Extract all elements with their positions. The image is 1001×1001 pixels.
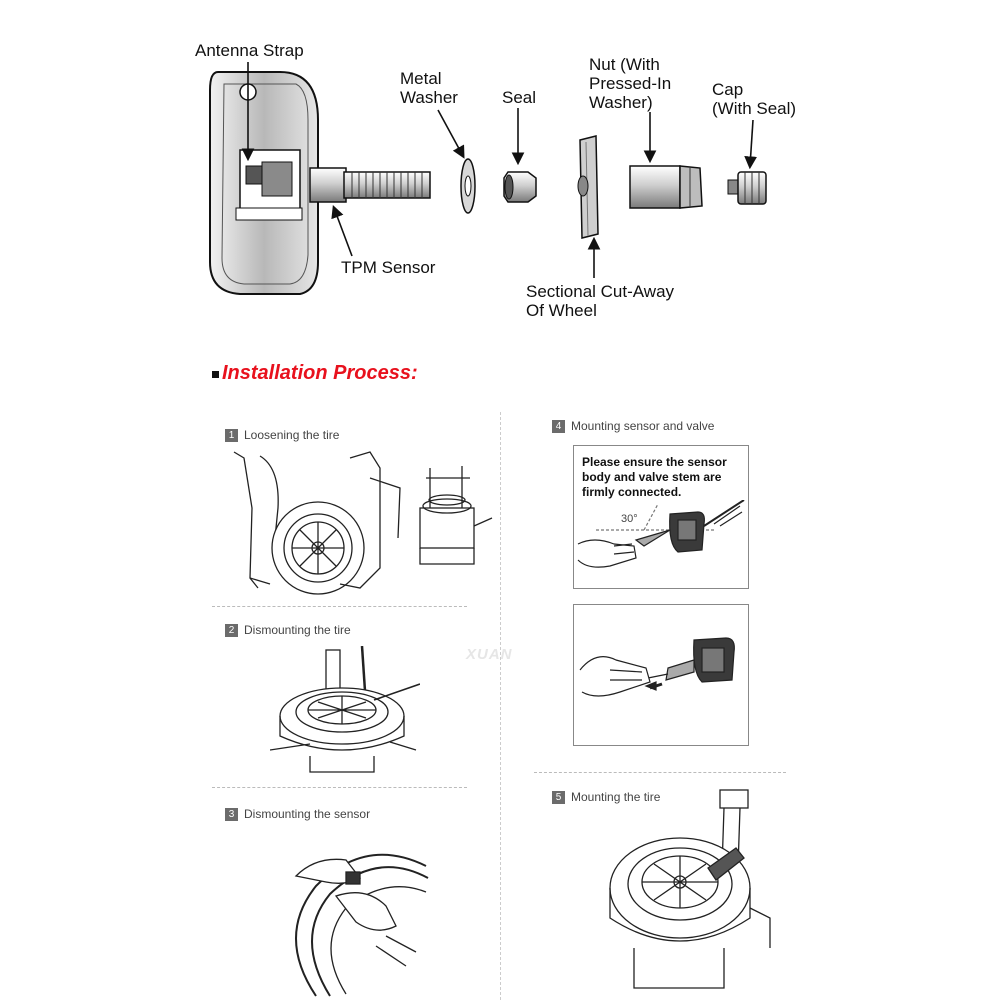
wheel-cutaway [577,135,599,239]
step-1: 1 Loosening the tire [225,428,339,442]
step-3: 3 Dismounting the sensor [225,807,370,821]
dismounting-tire-illustration [270,646,420,773]
step-number: 2 [225,623,238,637]
cutaway-label-2: Of Wheel [526,301,597,320]
watermark-text: XUAN [466,646,513,663]
tpm-sensor-leader [331,205,353,257]
sensor-valve-connection-illustration [577,500,745,568]
tpm-sensor-label: TPM Sensor [341,258,436,277]
metal-washer-label-2: Washer [400,88,458,107]
dismounting-sensor-illustration [294,853,429,997]
cap-leader [744,119,758,170]
step-number: 1 [225,428,238,442]
divider-line [212,606,467,607]
instruction-note: Please ensure the sensor body and valve … [582,455,727,499]
nut-label-1: Nut (With [589,55,660,74]
step-label: Dismounting the tire [244,623,351,637]
nut [629,165,703,209]
angle-label: 30° [621,513,638,525]
step-label: Mounting sensor and valve [571,419,715,433]
valve-stem [309,167,431,203]
step-number: 3 [225,807,238,821]
divider-line [534,772,786,773]
metal-washer [460,158,476,214]
nut-label-2: Pressed-In [589,74,671,93]
sensor-exploded-diagram: Antenna Strap Metal Washer Seal Nut (Wit… [195,41,796,320]
antenna-strap-label: Antenna Strap [195,41,304,60]
step-2: 2 Dismounting the tire [225,623,351,637]
cap [727,171,767,205]
bullet-square-icon [212,371,219,378]
loosening-tire-illustration [233,451,493,595]
step-4: 4 Mounting sensor and valve [552,419,714,433]
tpm-sensor-body [209,71,319,295]
step-label: Loosening the tire [244,428,340,442]
column-divider [500,412,501,1000]
installation-heading: Installation Process: [212,362,418,385]
step-label: Mounting the tire [571,790,661,804]
cap-label-2: (With Seal) [712,99,796,118]
step-label: Dismounting the sensor [244,807,371,821]
divider-line [212,787,467,788]
seal-label: Seal [502,88,536,107]
metal-washer-leader [437,109,465,159]
metal-washer-label-1: Metal [400,69,442,88]
step-number: 4 [552,419,565,433]
mounting-tire-illustration [609,789,771,989]
seal [503,171,537,203]
cap-label-1: Cap [712,80,743,99]
step-5: 5 Mounting the tire [552,790,660,804]
nut-label-3: Washer) [589,93,653,112]
step-number: 5 [552,790,565,804]
cutaway-label-1: Sectional Cut-Away [526,282,675,301]
push-valve-illustration [579,637,735,697]
